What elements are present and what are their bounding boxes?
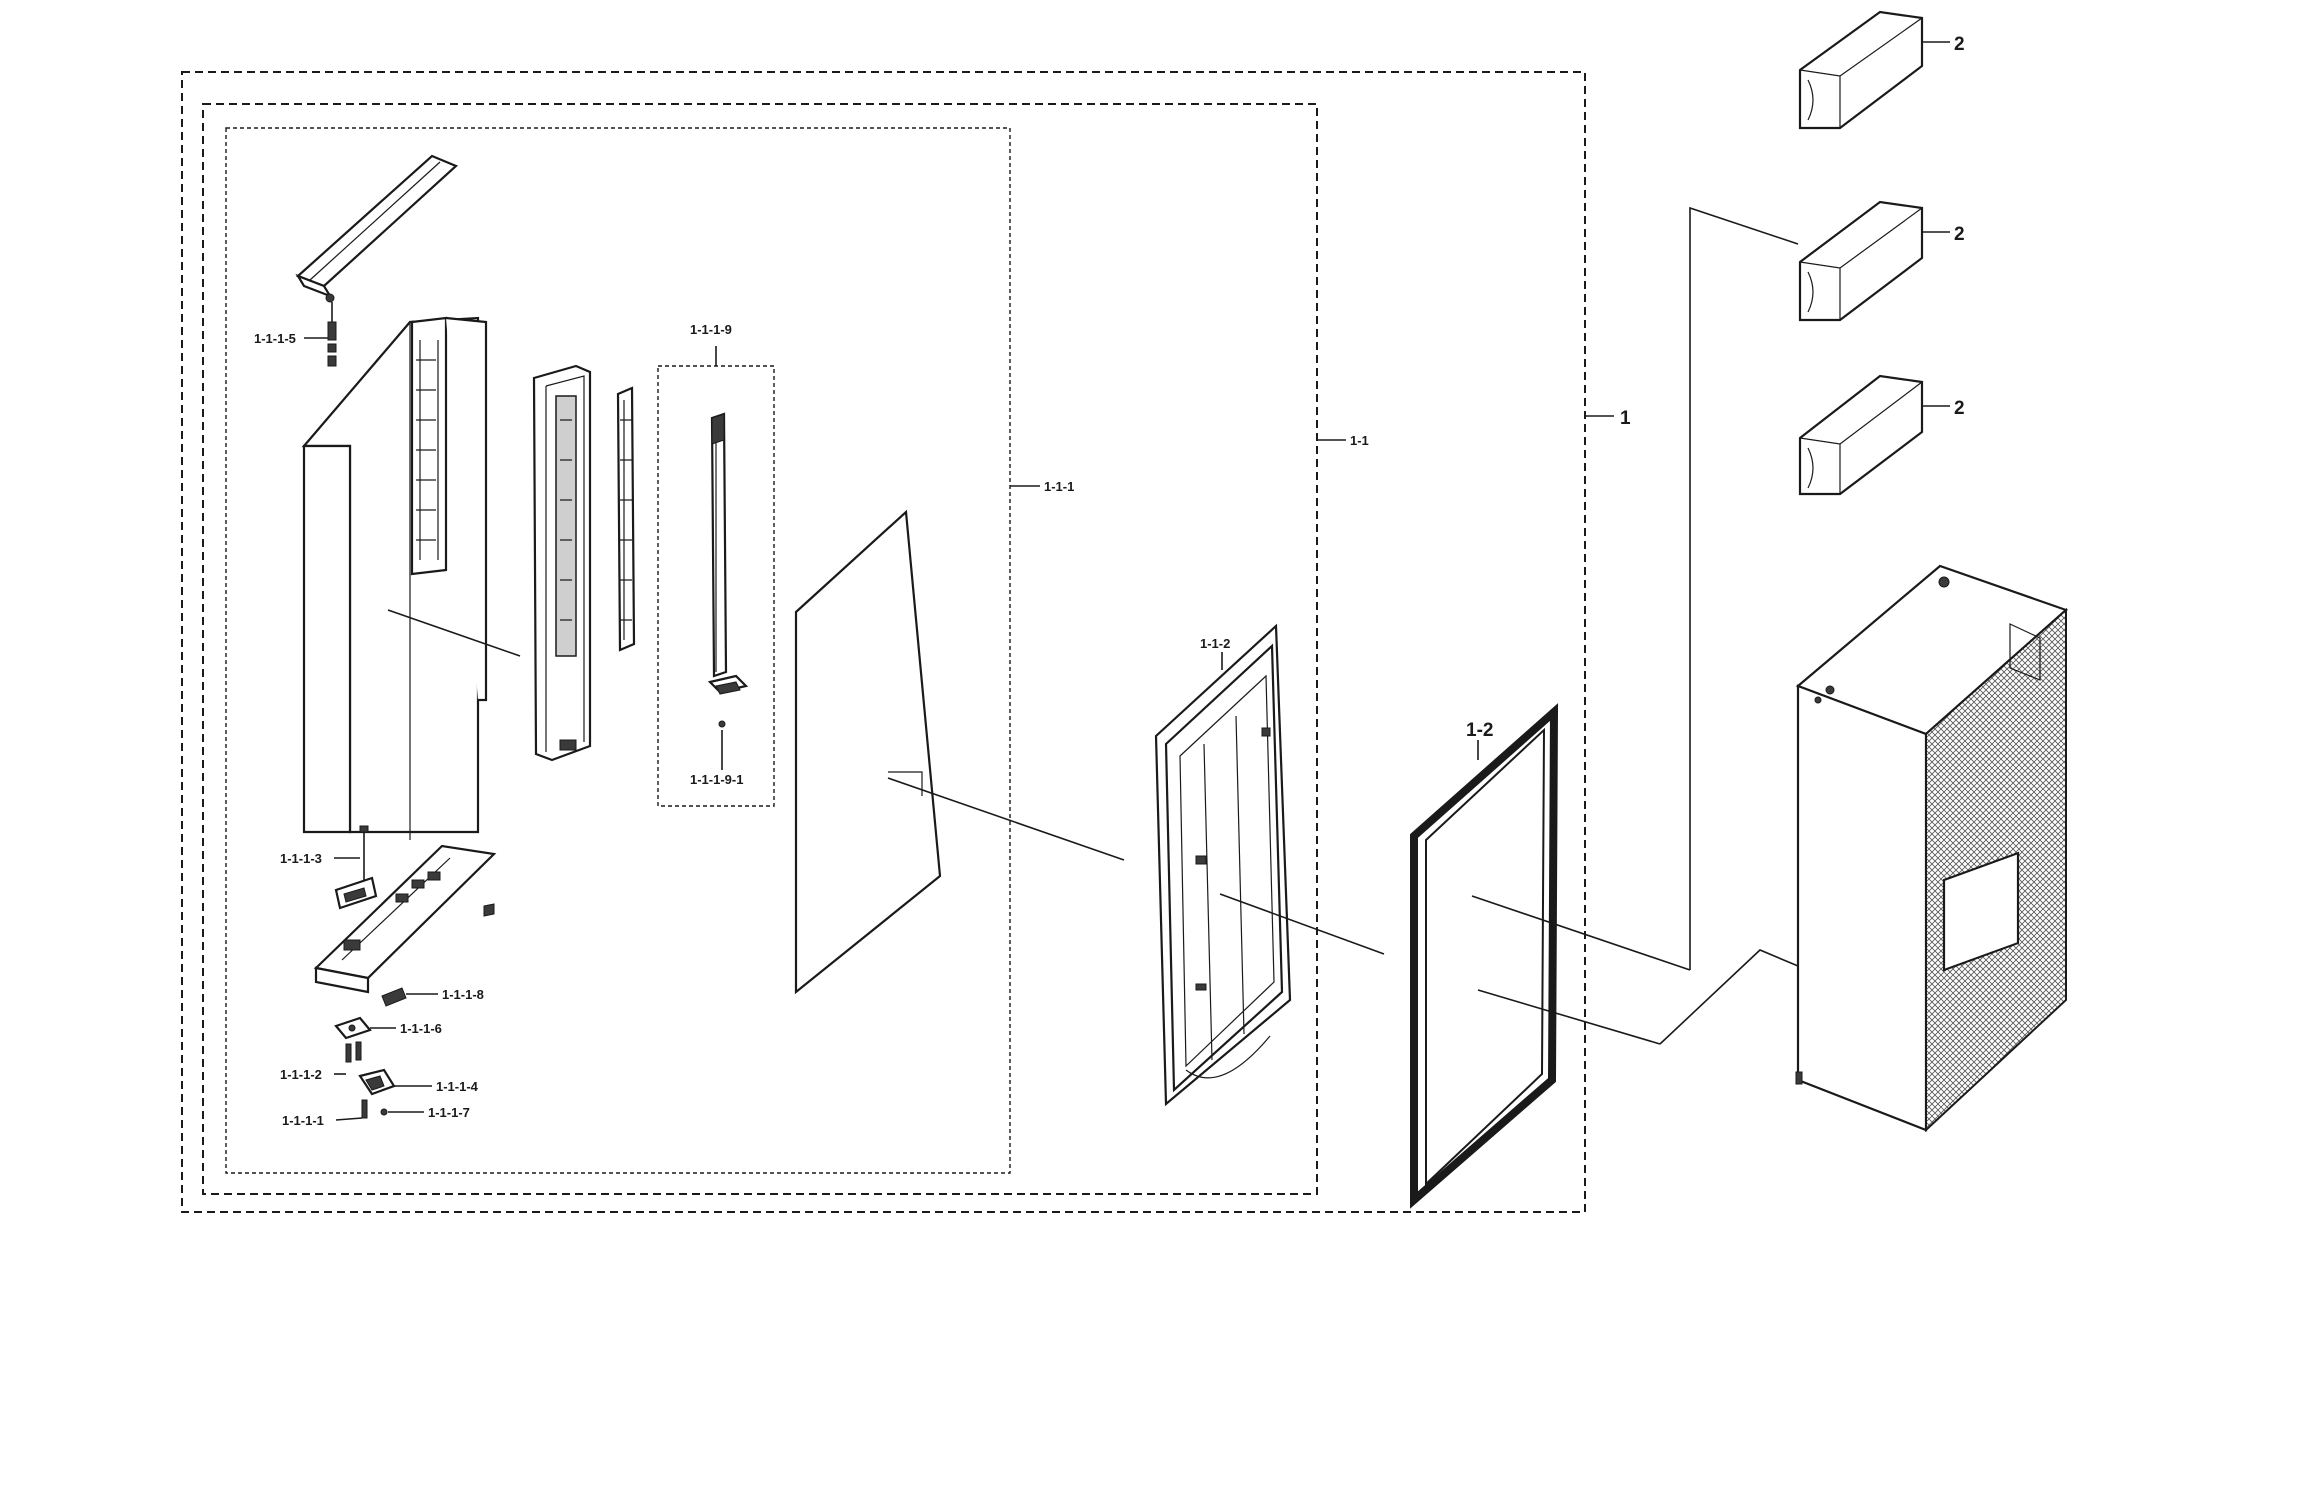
callout-1-1-1-3: 1-1-1-3: [280, 851, 322, 866]
callout-2-top: 2: [1954, 34, 1965, 55]
callout-1-1-2: 1-1-2: [1200, 636, 1230, 651]
door-liner: [1154, 623, 1385, 1107]
door-outer-panel: [301, 316, 521, 840]
refrigerator-cabinet: [1795, 564, 2069, 1133]
callout-1-1-1-9: 1-1-1-9: [690, 322, 732, 337]
callout-1-1-1-1: 1-1-1-1: [282, 1113, 324, 1128]
leader-door-to-cabinet: [1689, 206, 1799, 970]
part-1-1-1-8-block: [381, 987, 407, 1007]
callout-1-2: 1-2: [1466, 720, 1493, 741]
pin-and-washer: [361, 1099, 388, 1119]
callout-1-1-1-4: 1-1-1-4: [436, 1079, 479, 1094]
assembly-1-1-1-box: [225, 127, 1011, 1174]
insulation-sheet: [794, 509, 1125, 995]
door-gasket: [1410, 703, 1691, 1209]
callout-1: 1: [1620, 408, 1631, 429]
leader-1-1-1-1: [335, 1117, 363, 1121]
inner-rail-strip: [616, 386, 636, 652]
small-bracket-part: [707, 674, 749, 770]
vertical-bar-part: [710, 346, 728, 678]
door-bottom-cap: [313, 844, 497, 994]
hinge-bracket: [334, 876, 378, 910]
callout-2-bottom: 2: [1954, 398, 1965, 419]
hinge-pin: [327, 302, 337, 367]
door-bin-2: [1798, 200, 1924, 322]
screw-1-1-1-3: [359, 825, 369, 880]
screws-1-1-1-2: [345, 1041, 362, 1063]
callout-1-1: 1-1: [1350, 433, 1369, 448]
callout-1-1-1-7: 1-1-1-7: [428, 1105, 470, 1120]
callout-1-1-1-9-1: 1-1-1-9-1: [690, 772, 743, 787]
callout-1-1-1-2: 1-1-1-2: [280, 1067, 322, 1082]
callout-1-1-1: 1-1-1: [1044, 479, 1074, 494]
door-bin-3: [1798, 374, 1924, 496]
callout-1-1-1-6: 1-1-1-6: [400, 1021, 442, 1036]
callout-1-1-1-8: 1-1-1-8: [442, 987, 484, 1002]
assembly-1-1-box: [202, 103, 1318, 1195]
door-cap-top: [295, 154, 459, 303]
cam-part-1-1-1-4: [358, 1068, 396, 1096]
hinge-plate: [334, 1016, 372, 1040]
door-bin-1: [1798, 10, 1924, 130]
callout-2-middle: 2: [1954, 224, 1965, 245]
handle-rail: [532, 364, 592, 762]
assembly-1-box: [181, 71, 1586, 1213]
callout-1-1-1-5: 1-1-1-5: [254, 331, 296, 346]
leader-gasket-to-cabinet: [1659, 949, 1799, 1045]
